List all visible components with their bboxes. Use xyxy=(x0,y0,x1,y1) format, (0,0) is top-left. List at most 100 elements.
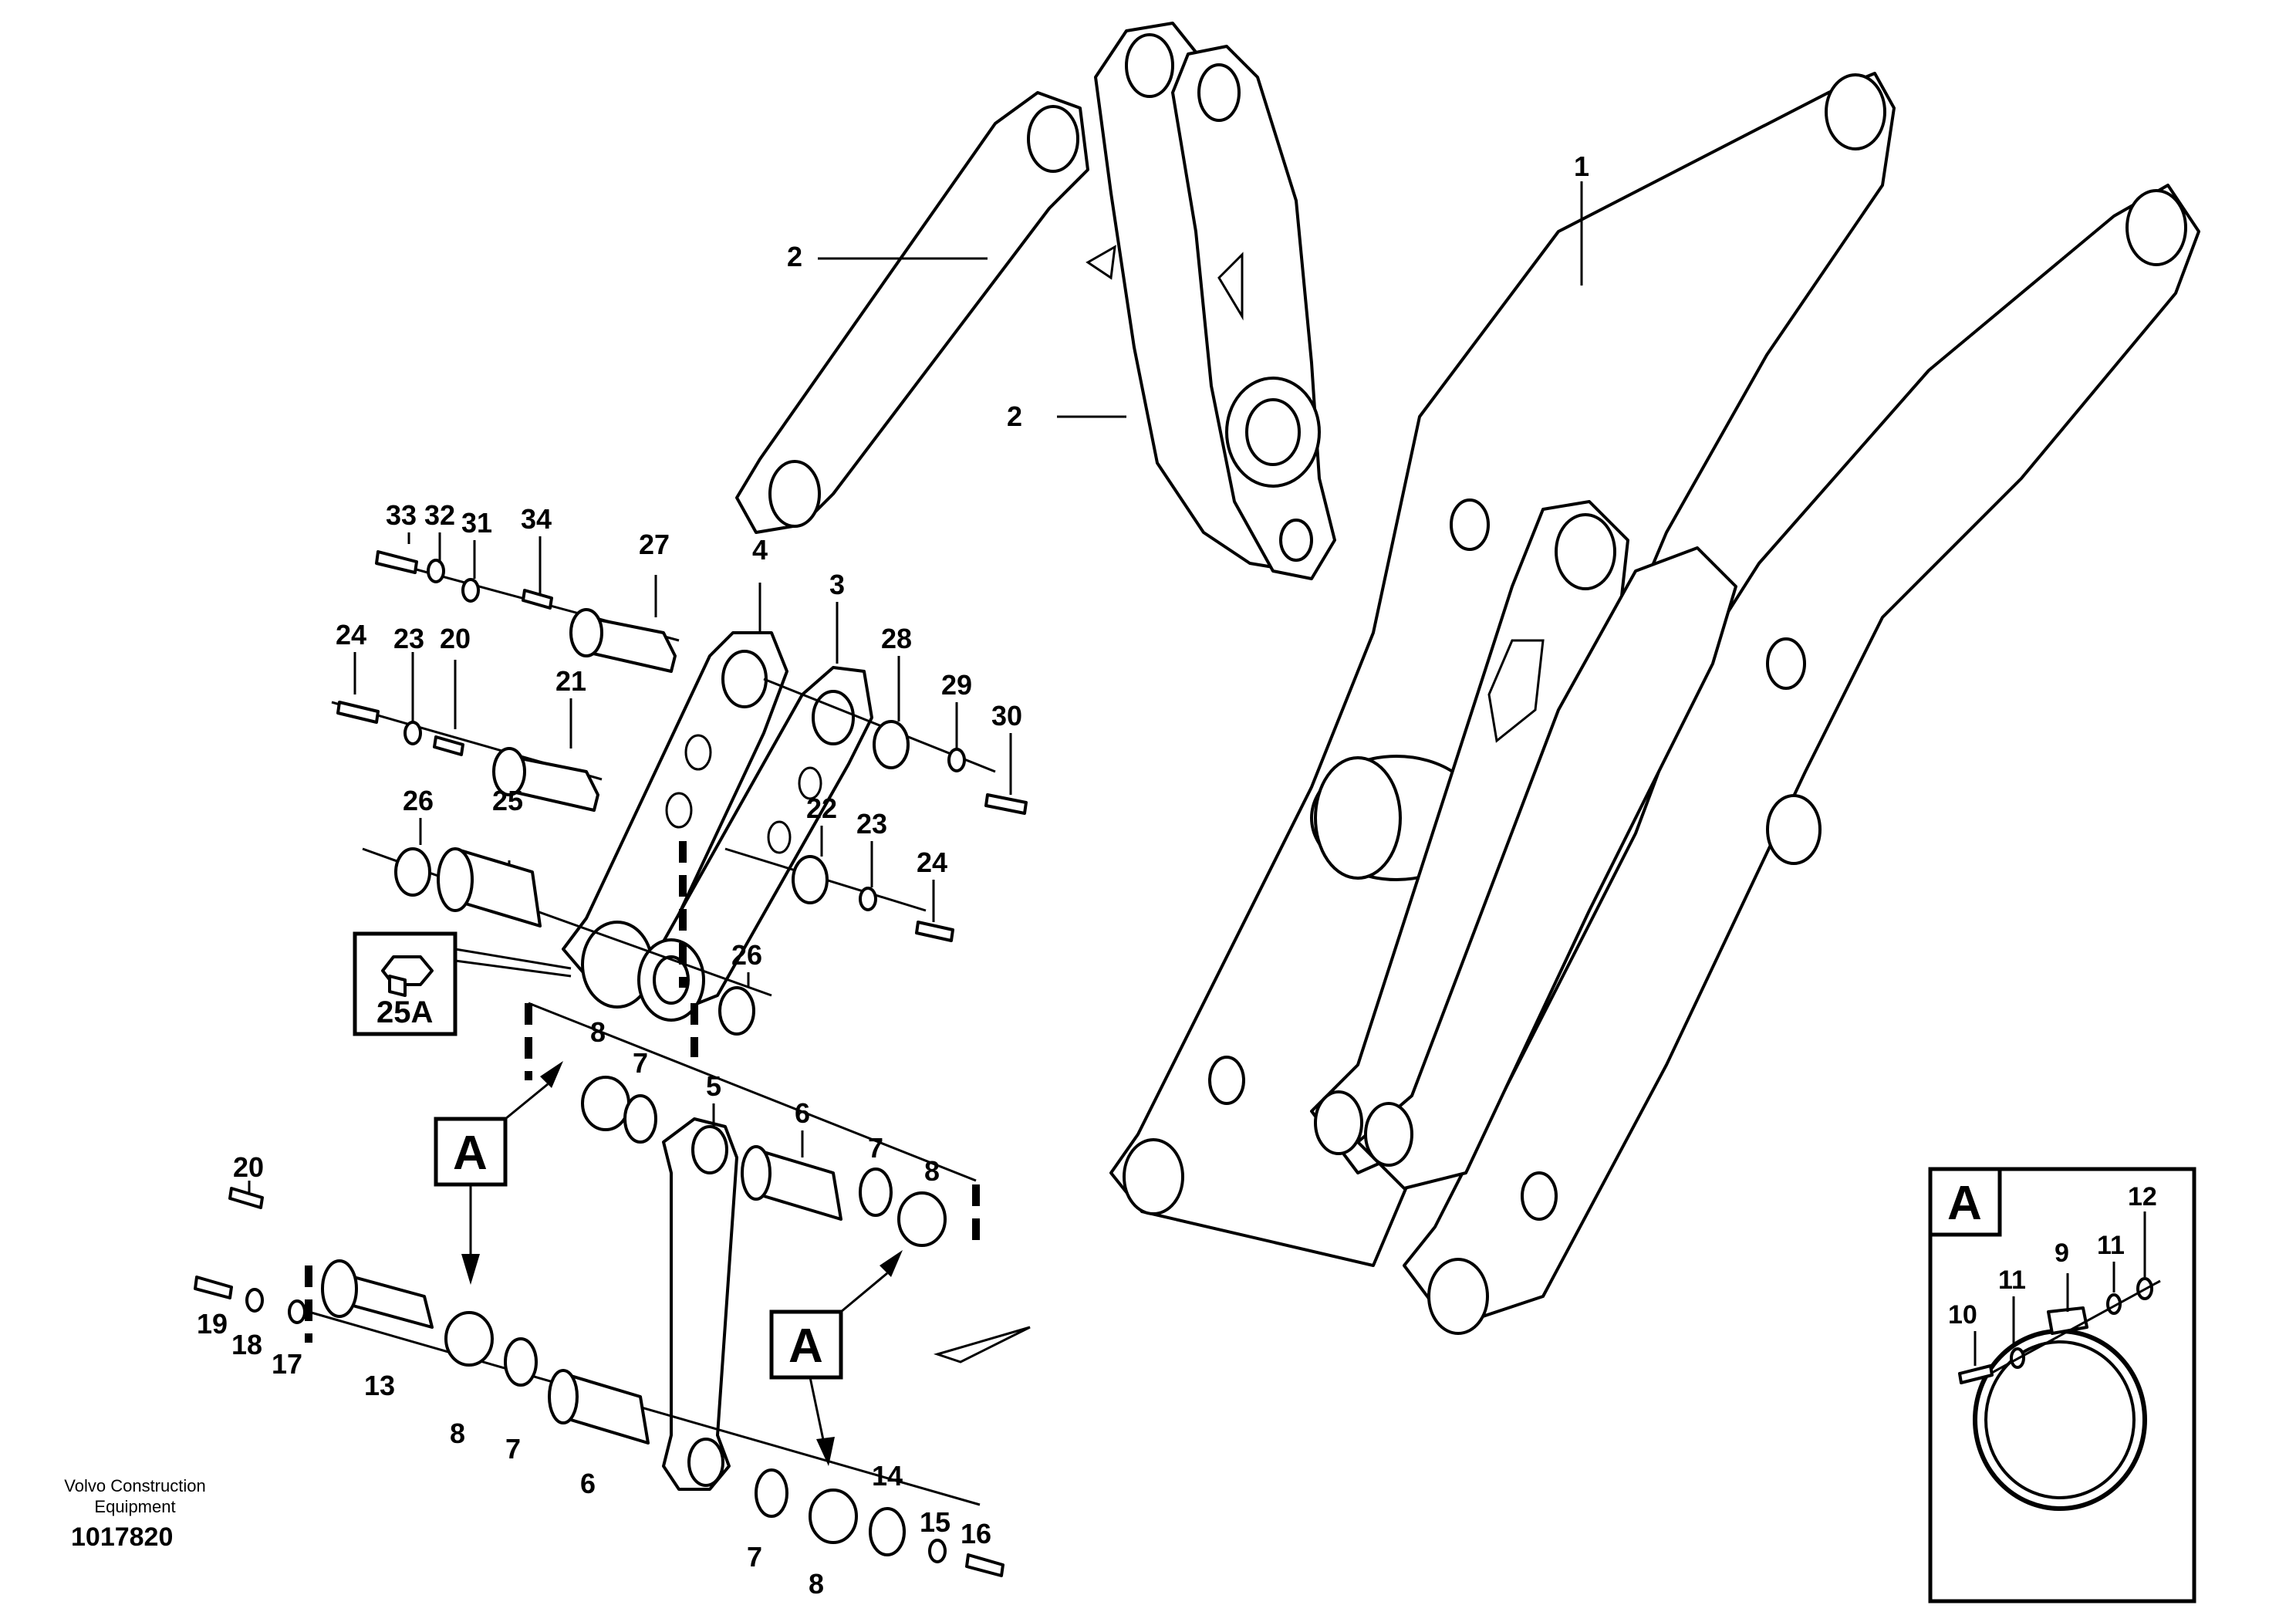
callout-label: 33 xyxy=(386,499,417,531)
bell-crank-rear xyxy=(1356,546,1737,1190)
washer-32 xyxy=(427,559,445,583)
callout-label: 9 xyxy=(2055,1238,2069,1268)
callout-label: 20 xyxy=(440,623,471,654)
seal-7-upper xyxy=(623,1094,657,1144)
bushing-25-end xyxy=(437,847,474,912)
seal-26-left xyxy=(394,847,431,897)
callout-label: 11 xyxy=(2097,1231,2125,1260)
link-4-top-bore xyxy=(721,650,768,708)
bolt-16 xyxy=(965,1553,1004,1577)
curved-link-tab xyxy=(1086,245,1116,280)
callout-label: 16 xyxy=(961,1518,991,1549)
seal-8-mid xyxy=(897,1191,947,1247)
grease-nipple-20-upper xyxy=(433,735,464,756)
tilt-link-eye-bottom xyxy=(768,460,821,528)
drawing-number: 1017820 xyxy=(71,1522,173,1552)
callout-label: 26 xyxy=(731,939,762,971)
callout-label: 8 xyxy=(924,1155,940,1187)
axis-lower xyxy=(308,1310,981,1506)
bell-crank-bore xyxy=(1555,513,1616,590)
callout-label: 12 xyxy=(2128,1182,2157,1211)
arm-upper-eye-rear xyxy=(1825,73,1886,150)
curved-link-boss-bore xyxy=(1245,398,1301,466)
plug-thread-icon xyxy=(388,975,407,997)
callout-label: 7 xyxy=(505,1433,521,1465)
callout-label: 8 xyxy=(590,1016,606,1048)
callout-label: 21 xyxy=(555,665,586,697)
callout-label: 22 xyxy=(806,792,837,824)
callout-label: 27 xyxy=(639,529,670,560)
detail-view-frame xyxy=(1928,1167,2196,1603)
bolt-10 xyxy=(1958,1364,1994,1384)
callout-label: 7 xyxy=(633,1047,648,1079)
callout-label: 6 xyxy=(795,1097,810,1129)
hardware xyxy=(194,550,1031,1577)
brand-line-1: Volvo Construction xyxy=(64,1476,205,1495)
callout-label: 26 xyxy=(403,785,434,816)
detail-markers: A A xyxy=(434,1061,903,1466)
seal-7-lower xyxy=(504,1337,538,1387)
washer-15 xyxy=(928,1539,947,1563)
detail-marker-lower-leader xyxy=(840,1272,888,1313)
callout-label: 34 xyxy=(521,503,552,535)
arrowhead-icon xyxy=(880,1250,903,1277)
callout-label: 31 xyxy=(461,507,492,539)
arm-mid-bore xyxy=(1766,794,1822,865)
washer-18 xyxy=(245,1288,264,1313)
footer: Volvo Construction Equipment 1017820 xyxy=(64,1476,205,1552)
callout-label: 6 xyxy=(580,1468,596,1499)
washer-31 xyxy=(461,578,480,603)
link-5-top-bore xyxy=(691,1125,728,1174)
detail-marker-letter: A xyxy=(453,1127,488,1180)
tilt-link-eye-top xyxy=(1027,105,1079,173)
callout-label: 3 xyxy=(829,569,845,600)
callout-label: 28 xyxy=(881,623,912,654)
grease-nipple-34 xyxy=(522,589,553,610)
callout-label: 29 xyxy=(941,669,972,701)
link-4-slot-2 xyxy=(665,792,693,829)
callout-label: 23 xyxy=(393,623,424,654)
callout-labels: 1 2 2 3 4 5 6 6 7 7 7 7 8 8 8 8 13 14 15… xyxy=(197,150,1589,1600)
bolt-33 xyxy=(375,550,418,574)
callout-label: 32 xyxy=(424,499,455,531)
washer-14 xyxy=(869,1507,906,1556)
callout-label: 19 xyxy=(197,1308,228,1340)
callout-label: 23 xyxy=(856,808,887,840)
grease-nipple-20-lower xyxy=(228,1187,264,1209)
direction-arrow-icon xyxy=(933,1326,1031,1363)
bell-crank-bore-lower-2 xyxy=(1364,1102,1413,1167)
curved-link-eye-top xyxy=(1125,33,1174,98)
pin-27-flange xyxy=(569,608,603,657)
arm-lower-eye-front xyxy=(1427,1258,1489,1335)
washer-22 xyxy=(792,855,829,904)
callout-label: 4 xyxy=(752,534,768,566)
callout-label: 5 xyxy=(706,1070,721,1102)
arm-small-hole-4 xyxy=(1521,1171,1558,1221)
arrowhead-icon xyxy=(540,1061,563,1088)
callout-label: 24 xyxy=(917,846,947,878)
curved-link-window xyxy=(1217,252,1244,321)
arm-small-hole-3 xyxy=(1208,1056,1245,1105)
seal-7-bottom xyxy=(755,1468,788,1518)
washer-29 xyxy=(947,748,966,772)
bolt-30 xyxy=(984,793,1028,815)
inset-25a: 25A xyxy=(353,931,458,1036)
lift-arm-assembly xyxy=(1109,72,2200,1335)
seal-7-mid xyxy=(859,1168,893,1217)
arm-small-hole-2 xyxy=(1766,637,1806,690)
callout-label: 8 xyxy=(450,1418,465,1449)
seal-8-bottom xyxy=(809,1489,858,1544)
link-3-slot-1 xyxy=(798,766,822,800)
detail-marker-upper: A xyxy=(434,1117,508,1187)
washer-23-left xyxy=(403,721,422,745)
bell-crank-bore-lower xyxy=(1314,1090,1363,1155)
washer-28 xyxy=(873,720,910,769)
seal-8-upper xyxy=(581,1076,630,1131)
detail-axis xyxy=(1990,1279,2161,1375)
callout-label: 7 xyxy=(868,1132,883,1164)
callout-label: 7 xyxy=(747,1541,762,1573)
callout-label: 2 xyxy=(787,241,802,272)
callout-label: 10 xyxy=(1948,1300,1977,1330)
link-4-slot-1 xyxy=(684,734,712,771)
